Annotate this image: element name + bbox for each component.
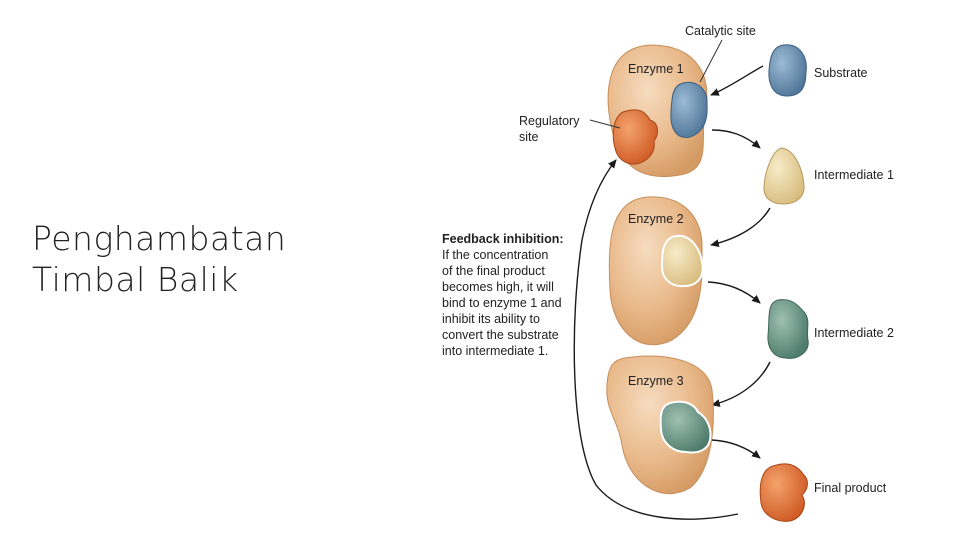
substrate-label: Substrate <box>814 66 868 80</box>
feedback-inhibition-line: bind to enzyme 1 and <box>442 296 562 310</box>
feedback-inhibition-heading: Feedback inhibition: <box>442 232 564 246</box>
feedback-inhibition-line: convert the substrate <box>442 328 559 342</box>
enzyme-1-label: Enzyme 1 <box>628 62 684 76</box>
substrate-shape <box>769 45 806 96</box>
feedback-inhibition-line: into intermediate 1. <box>442 344 548 358</box>
final-product-shape <box>760 464 807 521</box>
intermediate-1-to-enzyme-2-arrow <box>711 208 770 245</box>
enzyme-3-label: Enzyme 3 <box>628 374 684 388</box>
catalytic-site-label: Catalytic site <box>685 24 756 38</box>
regulatory-site-label-line-1: Regulatory <box>519 114 580 128</box>
substrate-to-enzyme-1-arrow <box>711 66 763 95</box>
catalytic-site-pointer <box>700 40 722 82</box>
intermediate-2-shape <box>768 300 808 359</box>
enzyme-2-label: Enzyme 2 <box>628 212 684 226</box>
feedback-inhibition-line: If the concentration <box>442 248 548 262</box>
feedback-inhibition-line: becomes high, it will <box>442 280 554 294</box>
feedback-inhibition-line: inhibit its ability to <box>442 312 540 326</box>
intermediate-2-label: Intermediate 2 <box>814 326 894 340</box>
intermediate-2-to-enzyme-3-arrow <box>712 362 770 405</box>
enzyme-2-to-intermediate-2-arrow <box>708 282 760 303</box>
enzyme-1-to-intermediate-1-arrow <box>712 130 760 148</box>
intermediate-1-label: Intermediate 1 <box>814 168 894 182</box>
intermediate-1-shape <box>764 148 804 204</box>
enzyme-1-bound-substrate <box>671 82 707 137</box>
feedback-inhibition-line: of the final product <box>442 264 545 278</box>
enzyme-3-to-final-product-arrow <box>712 440 760 458</box>
regulatory-site-label-line-2: site <box>519 130 539 144</box>
final-product-label: Final product <box>814 481 887 495</box>
